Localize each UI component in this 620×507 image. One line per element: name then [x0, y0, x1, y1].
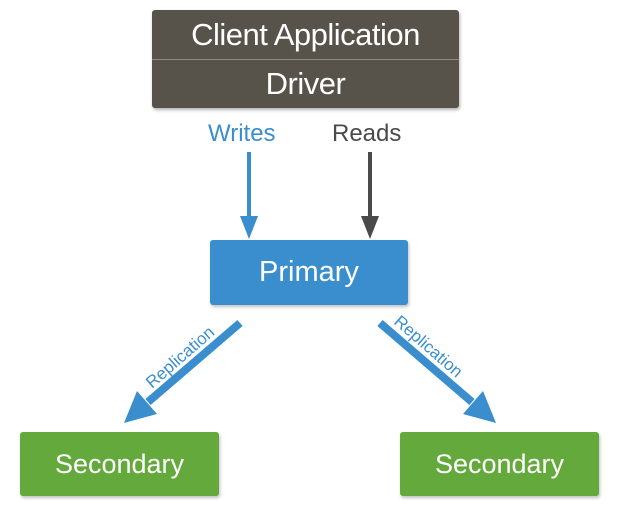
secondary-right-label: Secondary — [434, 448, 565, 479]
replication-arrow-left: Replication — [124, 319, 243, 423]
client-application-label: Client Application — [191, 16, 420, 52]
client-divider — [152, 59, 459, 60]
secondary-node-left: Secondary — [20, 432, 219, 496]
primary-node: Primary — [210, 240, 408, 305]
driver-label: Driver — [265, 66, 346, 101]
reads-arrow — [361, 152, 379, 239]
client-application-box: Client Application — [152, 10, 459, 59]
replication-left-label: Replication — [142, 322, 218, 392]
primary-label: Primary — [259, 256, 359, 288]
secondary-left-label: Secondary — [54, 448, 185, 479]
writes-label: Writes — [208, 120, 276, 147]
reads-label: Reads — [332, 120, 402, 147]
client-stack: Client Application Driver — [152, 10, 459, 108]
writes-arrow — [240, 152, 258, 239]
driver-box: Driver — [152, 60, 459, 108]
replication-arrow-right: Replication — [377, 312, 496, 423]
secondary-node-right: Secondary — [400, 432, 599, 496]
